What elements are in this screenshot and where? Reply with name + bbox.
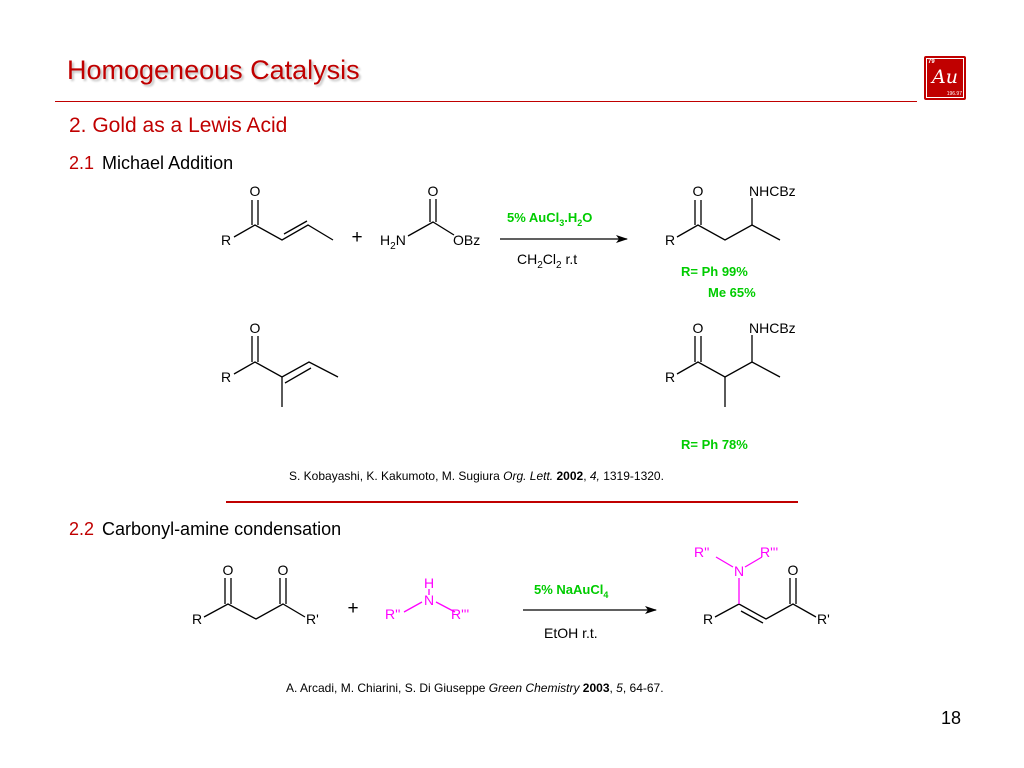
diketone-carbonyl-bond-right bbox=[279, 578, 287, 604]
plus-sign: + bbox=[351, 227, 362, 248]
subsection-number: 2.1 bbox=[69, 153, 95, 173]
section-divider bbox=[226, 501, 798, 503]
diketone-r-label: R bbox=[192, 611, 202, 627]
ref-journal: Green Chemistry bbox=[488, 681, 580, 695]
enaminone-alkene-second-line bbox=[740, 610, 764, 624]
product2-skeleton bbox=[676, 361, 781, 378]
subsection-number: 2.2 bbox=[69, 519, 95, 539]
carbamate-carbonyl-bond bbox=[429, 199, 437, 222]
enone2-carbonyl-bond bbox=[251, 336, 259, 362]
page-number: 18 bbox=[941, 708, 962, 728]
badge-atomic-number: 79 bbox=[928, 59, 935, 65]
amine-rpp-label: R'' bbox=[385, 606, 400, 622]
enone2-oxygen-label: O bbox=[250, 320, 261, 336]
enaminone-rppp-label: R''' bbox=[760, 544, 778, 560]
diketone-carbonyl-bond-left bbox=[224, 578, 232, 604]
enone2-alkene-second-line bbox=[284, 367, 312, 384]
diketone-rprime-label: R' bbox=[306, 611, 319, 627]
subsection-carbonyl-amine: 2.2 Carbonyl-amine condensation bbox=[69, 519, 341, 540]
ref-journal: Org. Lett. bbox=[503, 469, 554, 483]
enaminone-skeleton bbox=[714, 603, 817, 620]
product2-carbonyl-bond bbox=[694, 336, 702, 362]
enone-carbonyl-bond bbox=[251, 200, 259, 225]
amine-n-label: N bbox=[424, 592, 434, 608]
yield-ph-2: R= Ph 78% bbox=[681, 437, 748, 452]
amine-rppp-label: R''' bbox=[451, 606, 469, 622]
ref-volume: 4, bbox=[589, 469, 600, 483]
enaminone-carbonyl-bond bbox=[789, 578, 797, 604]
solvent-1: CH2Cl2 r.t bbox=[517, 251, 577, 271]
amine-h-label: H bbox=[424, 575, 434, 591]
product1-oxygen-label: O bbox=[693, 183, 704, 199]
reference-2: A. Arcadi, M. Chiarini, S. Di Giuseppe G… bbox=[286, 681, 664, 695]
amine-reactant-bonds bbox=[403, 589, 456, 613]
enaminone-rprime-label: R' bbox=[817, 611, 830, 627]
enone-skeleton bbox=[233, 224, 334, 241]
catalyst-3: 5% NaAuCl4 bbox=[534, 582, 608, 600]
carbamate-skeleton bbox=[407, 221, 455, 237]
carbamate-obz-label: OBz bbox=[453, 232, 480, 248]
ref-volume: 5 bbox=[616, 681, 623, 695]
page-title: Homogeneous Catalysis bbox=[67, 55, 360, 85]
ref-pages: 1319-1320. bbox=[599, 469, 664, 483]
enone-oxygen-label: O bbox=[250, 183, 261, 199]
badge-symbol: Au bbox=[932, 66, 958, 88]
title-divider bbox=[55, 101, 917, 102]
badge-border bbox=[926, 58, 964, 98]
product1-nhcbz-label: NHCBz bbox=[749, 183, 796, 199]
ref-pages: , 64-67. bbox=[622, 681, 664, 695]
badge-atomic-mass: 196.97 bbox=[946, 91, 962, 97]
subsection-text: Carbonyl-amine condensation bbox=[102, 519, 342, 539]
carbamate-amine-label: H2N bbox=[380, 232, 406, 252]
enone2-r-label: R bbox=[221, 369, 231, 385]
gold-element-badge: 79 Au 196.97 bbox=[924, 56, 966, 100]
ref-separator: , bbox=[609, 681, 617, 695]
carbamate-oxygen-label: O bbox=[428, 183, 439, 199]
product1-skeleton bbox=[676, 224, 781, 241]
ref-authors: S. Kobayashi, K. Kakumoto, M. Sugiura bbox=[289, 469, 504, 483]
enaminone-oxygen-label: O bbox=[788, 562, 799, 578]
plus-sign: + bbox=[347, 598, 358, 619]
enaminone-r-label: R bbox=[703, 611, 713, 627]
diketone-skeleton bbox=[203, 603, 306, 620]
section-heading: 2. Gold as a Lewis Acid bbox=[69, 114, 288, 137]
subsection-text: Michael Addition bbox=[102, 153, 234, 173]
diketone-oxygen-label-left: O bbox=[223, 562, 234, 578]
catalyst-1: 5% AuCl3.H2O bbox=[507, 210, 592, 228]
enone-alkene-second-line bbox=[283, 220, 308, 235]
yield-ph-1: R= Ph 99% bbox=[681, 264, 748, 279]
diketone-oxygen-label-right: O bbox=[278, 562, 289, 578]
solvent-3: EtOH r.t. bbox=[544, 625, 598, 641]
ref-separator: , bbox=[583, 469, 590, 483]
enone2-skeleton bbox=[233, 361, 339, 378]
product2-oxygen-label: O bbox=[693, 320, 704, 336]
enone-r-label: R bbox=[221, 232, 231, 248]
ref-authors: A. Arcadi, M. Chiarini, S. Di Giuseppe bbox=[286, 681, 489, 695]
reference-1: S. Kobayashi, K. Kakumoto, M. Sugiura Or… bbox=[289, 469, 664, 483]
subsection-michael-addition: 2.1 Michael Addition bbox=[69, 153, 233, 174]
ref-year: 2002 bbox=[556, 469, 584, 483]
enaminone-amine-bonds bbox=[715, 556, 763, 604]
product1-r-label: R bbox=[665, 232, 675, 248]
product2-r-label: R bbox=[665, 369, 675, 385]
enaminone-n-label: N bbox=[734, 563, 744, 579]
ref-year: 2003 bbox=[582, 681, 610, 695]
product2-nhcbz-label: NHCBz bbox=[749, 320, 796, 336]
enaminone-rpp-label: R'' bbox=[694, 544, 709, 560]
yield-me-1: Me 65% bbox=[708, 285, 756, 300]
product1-carbonyl-bond bbox=[694, 200, 702, 225]
